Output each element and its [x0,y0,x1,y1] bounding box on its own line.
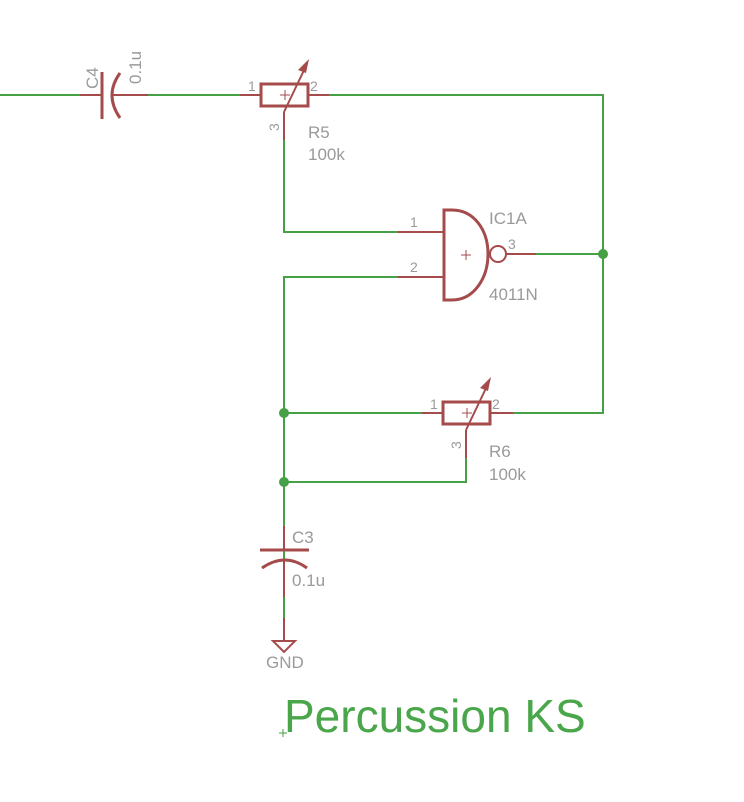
c4-name: C4 [83,67,102,89]
ic1a-body [442,208,490,302]
ic1a-pin3-label: 3 [508,236,516,252]
ic1a-inverter-bubble [489,245,507,263]
r5-wiper-arrow [283,65,307,113]
r5-name: R5 [308,123,330,142]
r5-pin1-label: 1 [248,78,256,94]
junction-r6-pin1 [279,408,289,418]
r5-pin3-label: 3 [266,123,282,131]
r5-body [259,82,310,108]
r6-name: R6 [489,442,511,461]
c3-name: C3 [292,528,314,547]
trimpot-r6[interactable]: 1 2 3 R6 100k [422,377,526,484]
ic1a-pin1-label: 1 [410,214,418,230]
r5-value: 100k [308,145,345,164]
junction-r6-wiper [279,477,289,487]
junction-output [598,249,608,259]
r6-pin3-label: 3 [448,441,464,449]
r6-wiper-arrow [465,383,489,431]
c4-curved-plate [110,72,122,119]
c4-value: 0.1u [126,51,145,84]
capacitor-c4[interactable]: C4 0.1u [80,51,148,119]
r6-body [441,400,492,426]
c3-value: 0.1u [292,571,325,590]
ic1a-value: 4011N [489,285,538,304]
trimpot-r5[interactable]: 1 2 3 R5 100k [240,59,345,164]
r5-pin2-label: 2 [310,78,318,94]
ic1a-name: IC1A [489,209,527,228]
wire-r5-wiper-to-pin1[interactable] [283,140,398,233]
nand-gate-ic1a[interactable]: 1 2 3 IC1A 4011N [398,208,538,304]
sheet-title-text: Percussion KS [284,690,586,742]
wire-r6-wiper[interactable] [284,458,467,483]
r6-value: 100k [489,465,526,484]
r6-pin1-label: 1 [430,396,438,412]
gnd-label: GND [266,653,304,672]
ground-icon [270,640,298,654]
r6-pin2-label: 2 [492,396,500,412]
ground-symbol[interactable]: GND [266,618,304,672]
ic1a-pin2-label: 2 [410,259,418,275]
sheet-title: Percussion KS [279,690,586,742]
capacitor-c3[interactable]: C3 0.1u [260,526,325,597]
